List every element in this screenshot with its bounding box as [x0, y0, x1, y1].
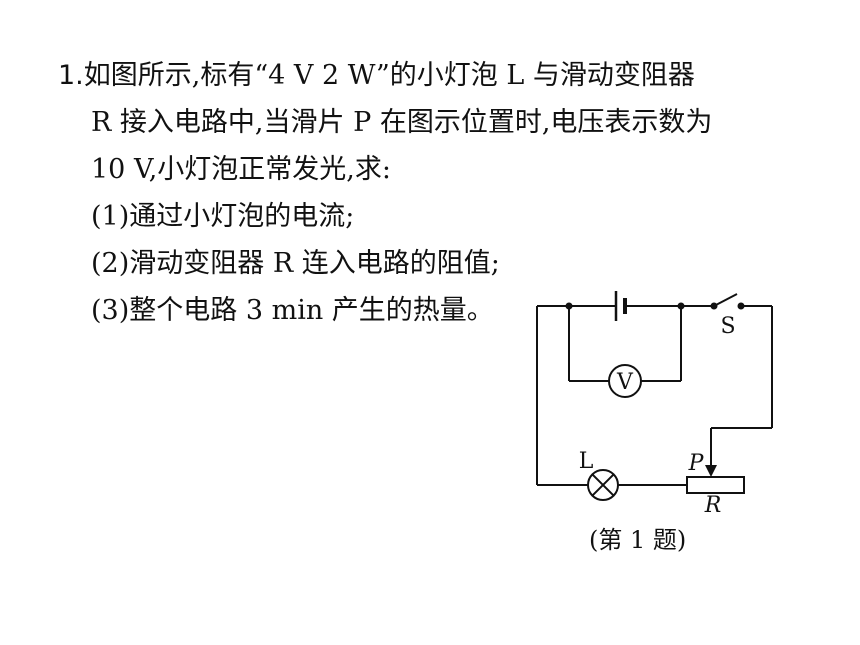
question-number: 1. [58, 60, 84, 91]
slider-arrow [705, 465, 717, 477]
switch-label: S [720, 314, 735, 339]
sub-question-3: (3)整个电路 3 min 产生的热量。 [91, 295, 494, 326]
junction-right [677, 302, 685, 310]
figure-caption: (第 1 题) [589, 526, 687, 554]
rheostat-body [686, 476, 745, 494]
switch-blade [713, 293, 738, 307]
rheostat-label: R [704, 493, 722, 518]
question-line-2: R 接入电路中,当滑片 P 在图示位置时,电压表示数为 [91, 107, 713, 138]
question-line-1-text: 如图所示,标有“4 V 2 W”的小灯泡 L 与滑动变阻器 [83, 60, 695, 91]
voltmeter-label: V [616, 370, 634, 395]
question-line-3: 10 V,小灯泡正常发光,求: [91, 154, 391, 185]
sub-question-2: (2)滑动变阻器 R 连入电路的阻值; [91, 248, 500, 279]
lamp-label: L [579, 449, 594, 474]
slider-label: P [688, 451, 705, 476]
question-line-1: 1.如图所示,标有“4 V 2 W”的小灯泡 L 与滑动变阻器 [58, 56, 695, 96]
junction-left [565, 302, 573, 310]
sub-question-1: (1)通过小灯泡的电流; [91, 201, 355, 232]
lamp-cross-b [591, 473, 615, 497]
